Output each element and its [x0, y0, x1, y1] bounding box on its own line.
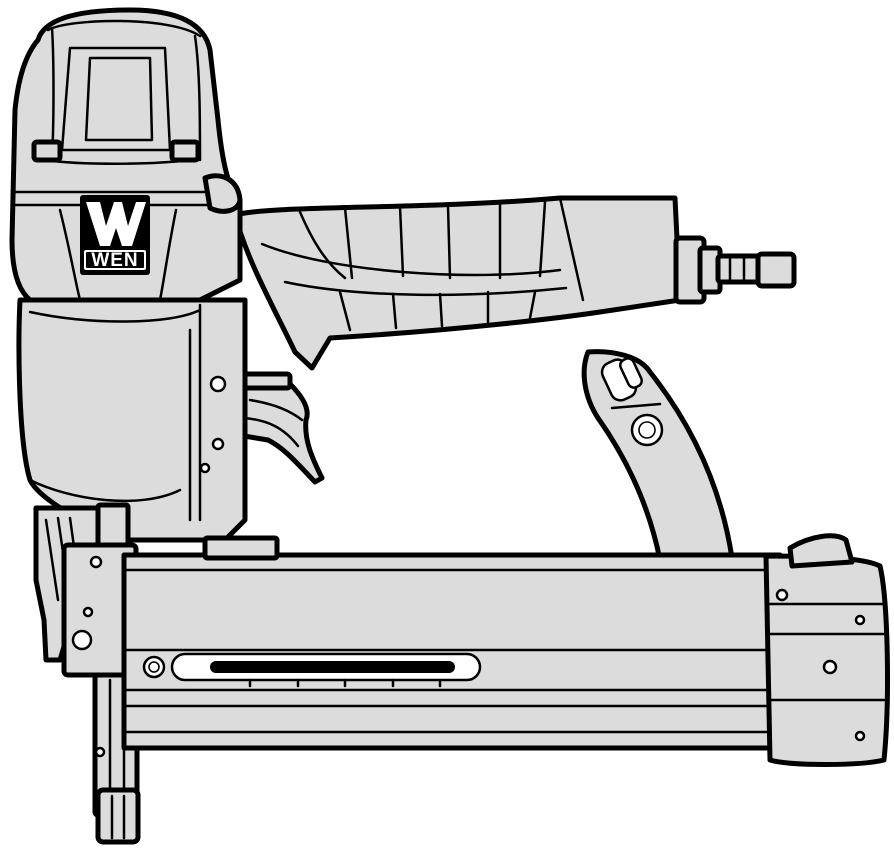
magazine	[121, 535, 783, 751]
motor-housing	[9, 7, 243, 382]
cylinder-body	[16, 297, 248, 543]
brand-logo: WEN	[80, 195, 150, 275]
trigger	[239, 371, 325, 485]
handle	[232, 195, 683, 371]
air-fitting	[673, 235, 797, 305]
magazine-support-arm	[581, 349, 735, 563]
brand-logo-text: WEN	[91, 250, 138, 271]
magazine-end-cap	[763, 533, 890, 767]
